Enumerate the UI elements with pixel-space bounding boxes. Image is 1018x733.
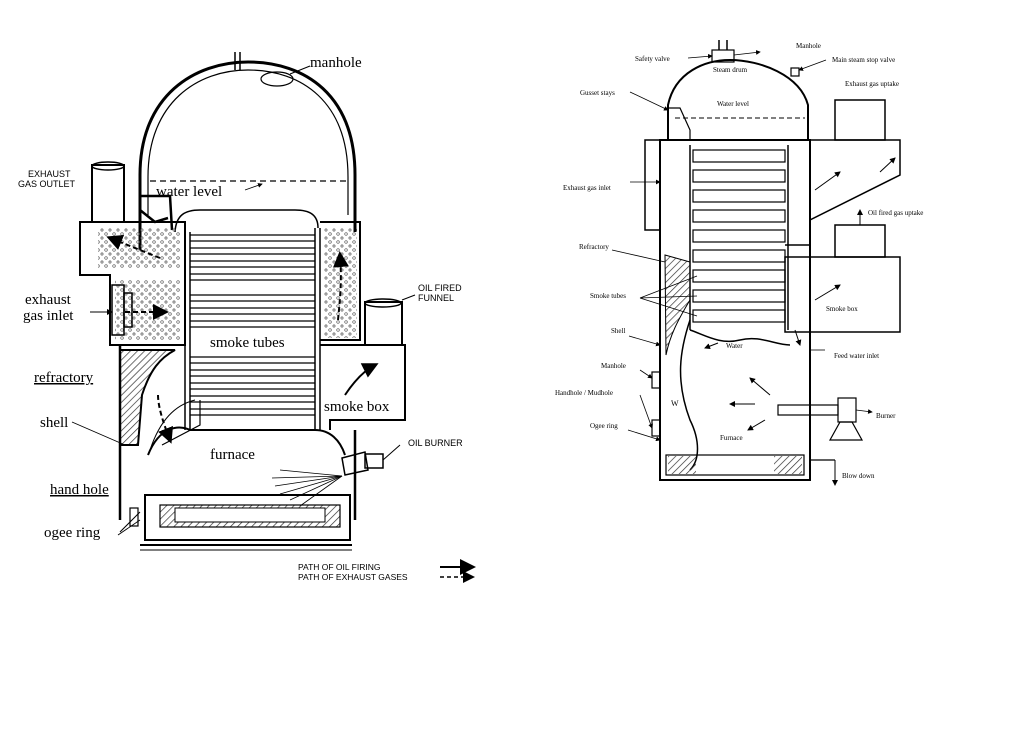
legend-exhaust-gases: PATH OF EXHAUST GASES	[298, 572, 408, 582]
label-r-smoke-tubes: Smoke tubes	[590, 292, 626, 300]
label-r-ogee-ring: Ogee ring	[590, 422, 618, 430]
label-manhole: manhole	[310, 55, 362, 71]
label-r-water: Water	[726, 342, 743, 350]
label-r-water-level: Water level	[717, 100, 749, 108]
label-exhaust-gas-inlet-1: exhaust	[25, 292, 72, 308]
label-shell: shell	[40, 415, 68, 431]
label-r-exhaust-gas-inlet: Exhaust gas inlet	[563, 184, 611, 192]
label-oil-burner: OIL BURNER	[408, 438, 463, 448]
label-r-smoke-box: Smoke box	[826, 305, 858, 313]
label-r-main-steam-stop-valve: Main steam stop valve	[832, 56, 895, 64]
label-water-level: water level	[156, 184, 222, 200]
label-r-exhaust-gas-uptake: Exhaust gas uptake	[845, 80, 899, 88]
label-r-manhole-lower: Manhole	[601, 362, 626, 370]
label-r-w: W	[671, 399, 679, 408]
label-r-manhole: Manhole	[796, 42, 821, 50]
label-r-blow-down: Blow down	[842, 472, 875, 480]
label-smoke-tubes: smoke tubes	[210, 335, 285, 351]
label-r-shell: Shell	[611, 327, 625, 335]
label-exhaust-gas-outlet-1: EXHAUST	[28, 169, 71, 179]
label-exhaust-gas-inlet-2: gas inlet	[23, 308, 74, 324]
label-exhaust-gas-outlet-2: GAS OUTLET	[18, 179, 76, 189]
label-refractory: refractory	[34, 370, 94, 386]
label-r-feed-water-inlet: Feed water inlet	[834, 352, 879, 360]
label-r-steam-drum: Steam drum	[713, 66, 748, 74]
label-r-burner: Burner	[876, 412, 896, 420]
right-smoke-tube-bank	[692, 149, 786, 323]
label-furnace: furnace	[210, 447, 255, 463]
label-r-furnace: Furnace	[720, 434, 743, 442]
legend-oil-firing: PATH OF OIL FIRING	[298, 562, 381, 572]
label-hand-hole: hand hole	[50, 482, 109, 498]
smoke-tube-bank	[190, 234, 315, 416]
label-smoke-box: smoke box	[324, 399, 390, 415]
label-oil-fired-funnel-1: OIL FIRED	[418, 283, 462, 293]
label-oil-fired-funnel-2: FUNNEL	[418, 293, 454, 303]
manhole-ellipse	[260, 71, 294, 87]
label-r-safety-valve: Safety valve	[635, 55, 670, 63]
label-ogee-ring: ogee ring	[44, 525, 101, 541]
right-boiler-diagram	[611, 40, 901, 486]
label-r-oil-fired-gas-uptake: Oil fired gas uptake	[868, 209, 923, 217]
left-boiler-diagram	[71, 52, 476, 583]
label-r-gusset-stays: Gusset stays	[580, 89, 615, 97]
label-r-refractory: Refractory	[579, 243, 609, 251]
label-r-handhole-mudhole: Handhole / Mudhole	[555, 389, 613, 397]
